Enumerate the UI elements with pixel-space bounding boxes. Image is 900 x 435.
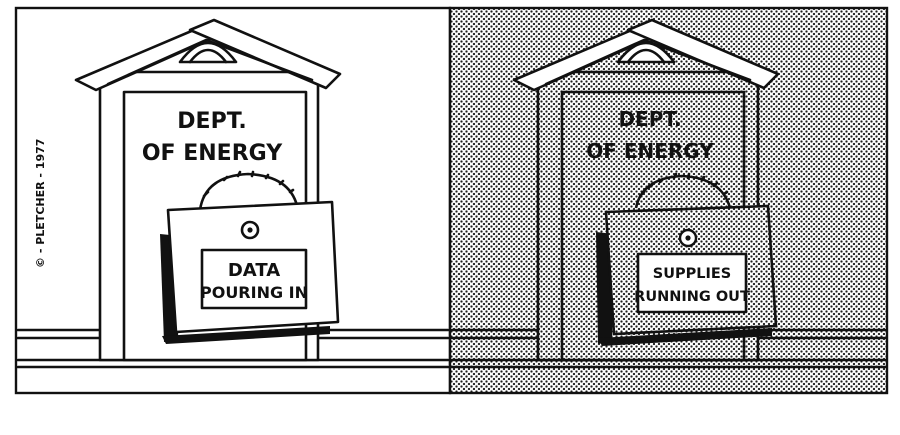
panel-left: DEPT. OF ENERGY DATA POURING IN © - PLET… bbox=[14, 6, 452, 395]
placard-left-line2: POURING IN bbox=[200, 283, 308, 302]
placard-right: SUPPLIES RUNNING OUT bbox=[596, 204, 778, 346]
placard-left: DATA POURING IN bbox=[160, 200, 340, 344]
placard-left-label bbox=[200, 248, 308, 310]
building-sign-line2-right: OF ENERGY bbox=[586, 139, 714, 163]
placard-left-bolt bbox=[240, 220, 260, 240]
placard-right-label bbox=[636, 252, 748, 314]
copyright-signature: © - PLETCHER - 1977 bbox=[34, 139, 47, 268]
building-sign-line1-right: DEPT. bbox=[618, 107, 681, 131]
building-sign-line1-left: DEPT. bbox=[177, 109, 246, 134]
building-sign-line2-left: OF ENERGY bbox=[142, 141, 283, 166]
placard-left-line1: DATA bbox=[228, 260, 280, 281]
placard-right-line2: RUNNING OUT bbox=[634, 289, 750, 305]
placard-right-line1: SUPPLIES bbox=[653, 266, 731, 282]
panel-right: DEPT. OF ENERGY SUPPLIES RUNNING OUT bbox=[448, 6, 889, 395]
